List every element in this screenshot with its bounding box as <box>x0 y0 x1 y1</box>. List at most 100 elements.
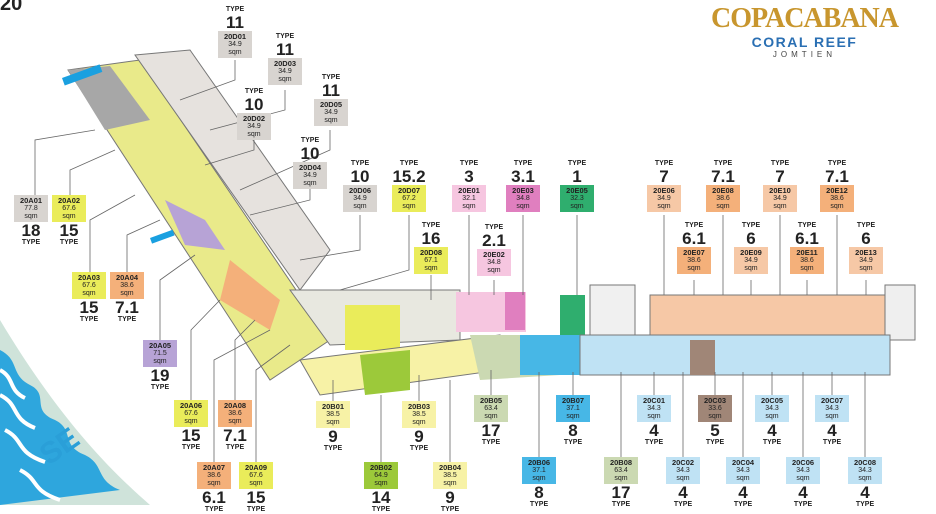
unit-area-unit: sqm <box>462 203 476 210</box>
unit-area: 34.9 <box>247 123 261 130</box>
unit-area-unit: sqm <box>120 290 134 297</box>
unit-code: 20A08 <box>223 401 247 410</box>
type-word: TYPE <box>350 160 370 167</box>
unit-area-unit: sqm <box>859 265 873 272</box>
unit-area-unit: sqm <box>516 203 530 210</box>
unit-area: 63.4 <box>484 405 498 412</box>
unit-area: 34.9 <box>353 195 367 202</box>
unit-type: 14 <box>371 488 391 507</box>
unit-area: 38.6 <box>120 282 134 289</box>
unit-area-unit: sqm <box>657 203 671 210</box>
unit-area: 34.9 <box>303 172 317 179</box>
unit-area-unit: sqm <box>153 358 167 365</box>
unit-area-unit: sqm <box>800 265 814 272</box>
unit-type: 7.1 <box>223 426 247 445</box>
unit-code: 20B06 <box>527 458 551 467</box>
unit-code: 20D06 <box>348 186 372 195</box>
unit-type: 4 <box>738 483 748 502</box>
unit-type: 9 <box>328 427 338 446</box>
unit-type: 8 <box>568 421 578 440</box>
unit-code: 20D01 <box>223 32 247 41</box>
type-word: TYPE <box>684 222 704 229</box>
unit-area-unit: sqm <box>412 419 426 426</box>
unit-code: 20B07 <box>561 396 585 405</box>
unit-code: 20E10 <box>769 186 791 195</box>
type-word: TYPE <box>644 439 664 446</box>
unit-area-unit: sqm <box>402 203 416 210</box>
unit-area: 34.3 <box>825 405 839 412</box>
unit-area-unit: sqm <box>716 203 730 210</box>
unit-code: 20C06 <box>791 458 815 467</box>
unit-code: 20D08 <box>419 248 443 257</box>
unit-area: 32.3 <box>570 195 584 202</box>
unit-area-unit: sqm <box>62 213 76 220</box>
unit-area: 34.3 <box>647 405 661 412</box>
unit-area: 37.1 <box>532 467 546 474</box>
unit-area: 34.9 <box>324 109 338 116</box>
unit-area-unit: sqm <box>825 413 839 420</box>
unit-type: 5 <box>710 421 720 440</box>
unit-code: 20A02 <box>57 196 81 205</box>
unit-type: 4 <box>860 483 870 502</box>
unit-type: 11 <box>322 81 340 100</box>
type-word: TYPE <box>371 506 391 513</box>
unit-code: 20A01 <box>19 196 43 205</box>
unit-area-unit: sqm <box>207 480 221 487</box>
unit-type: 1 <box>572 167 582 186</box>
unit-type: 16 <box>421 229 441 248</box>
type-word: TYPE <box>856 222 876 229</box>
type-word: TYPE <box>484 224 504 231</box>
unit-type: 18 <box>21 221 41 240</box>
unit-area: 38.6 <box>800 257 814 264</box>
unit-code: 20D05 <box>319 100 343 109</box>
unit-area: 34.9 <box>278 68 292 75</box>
unit-area: 34.9 <box>228 41 242 48</box>
type-word: TYPE <box>741 222 761 229</box>
type-word: TYPE <box>855 501 875 508</box>
type-word: TYPE <box>822 439 842 446</box>
unit-type: 6.1 <box>795 229 819 248</box>
unit-area-unit: sqm <box>184 418 198 425</box>
unit-area-unit: sqm <box>744 265 758 272</box>
unit-area: 34.3 <box>796 467 810 474</box>
unit-area: 38.6 <box>228 410 242 417</box>
unit-area-unit: sqm <box>487 267 501 274</box>
unit-code: 20E11 <box>796 248 818 257</box>
unit-area-unit: sqm <box>353 203 367 210</box>
